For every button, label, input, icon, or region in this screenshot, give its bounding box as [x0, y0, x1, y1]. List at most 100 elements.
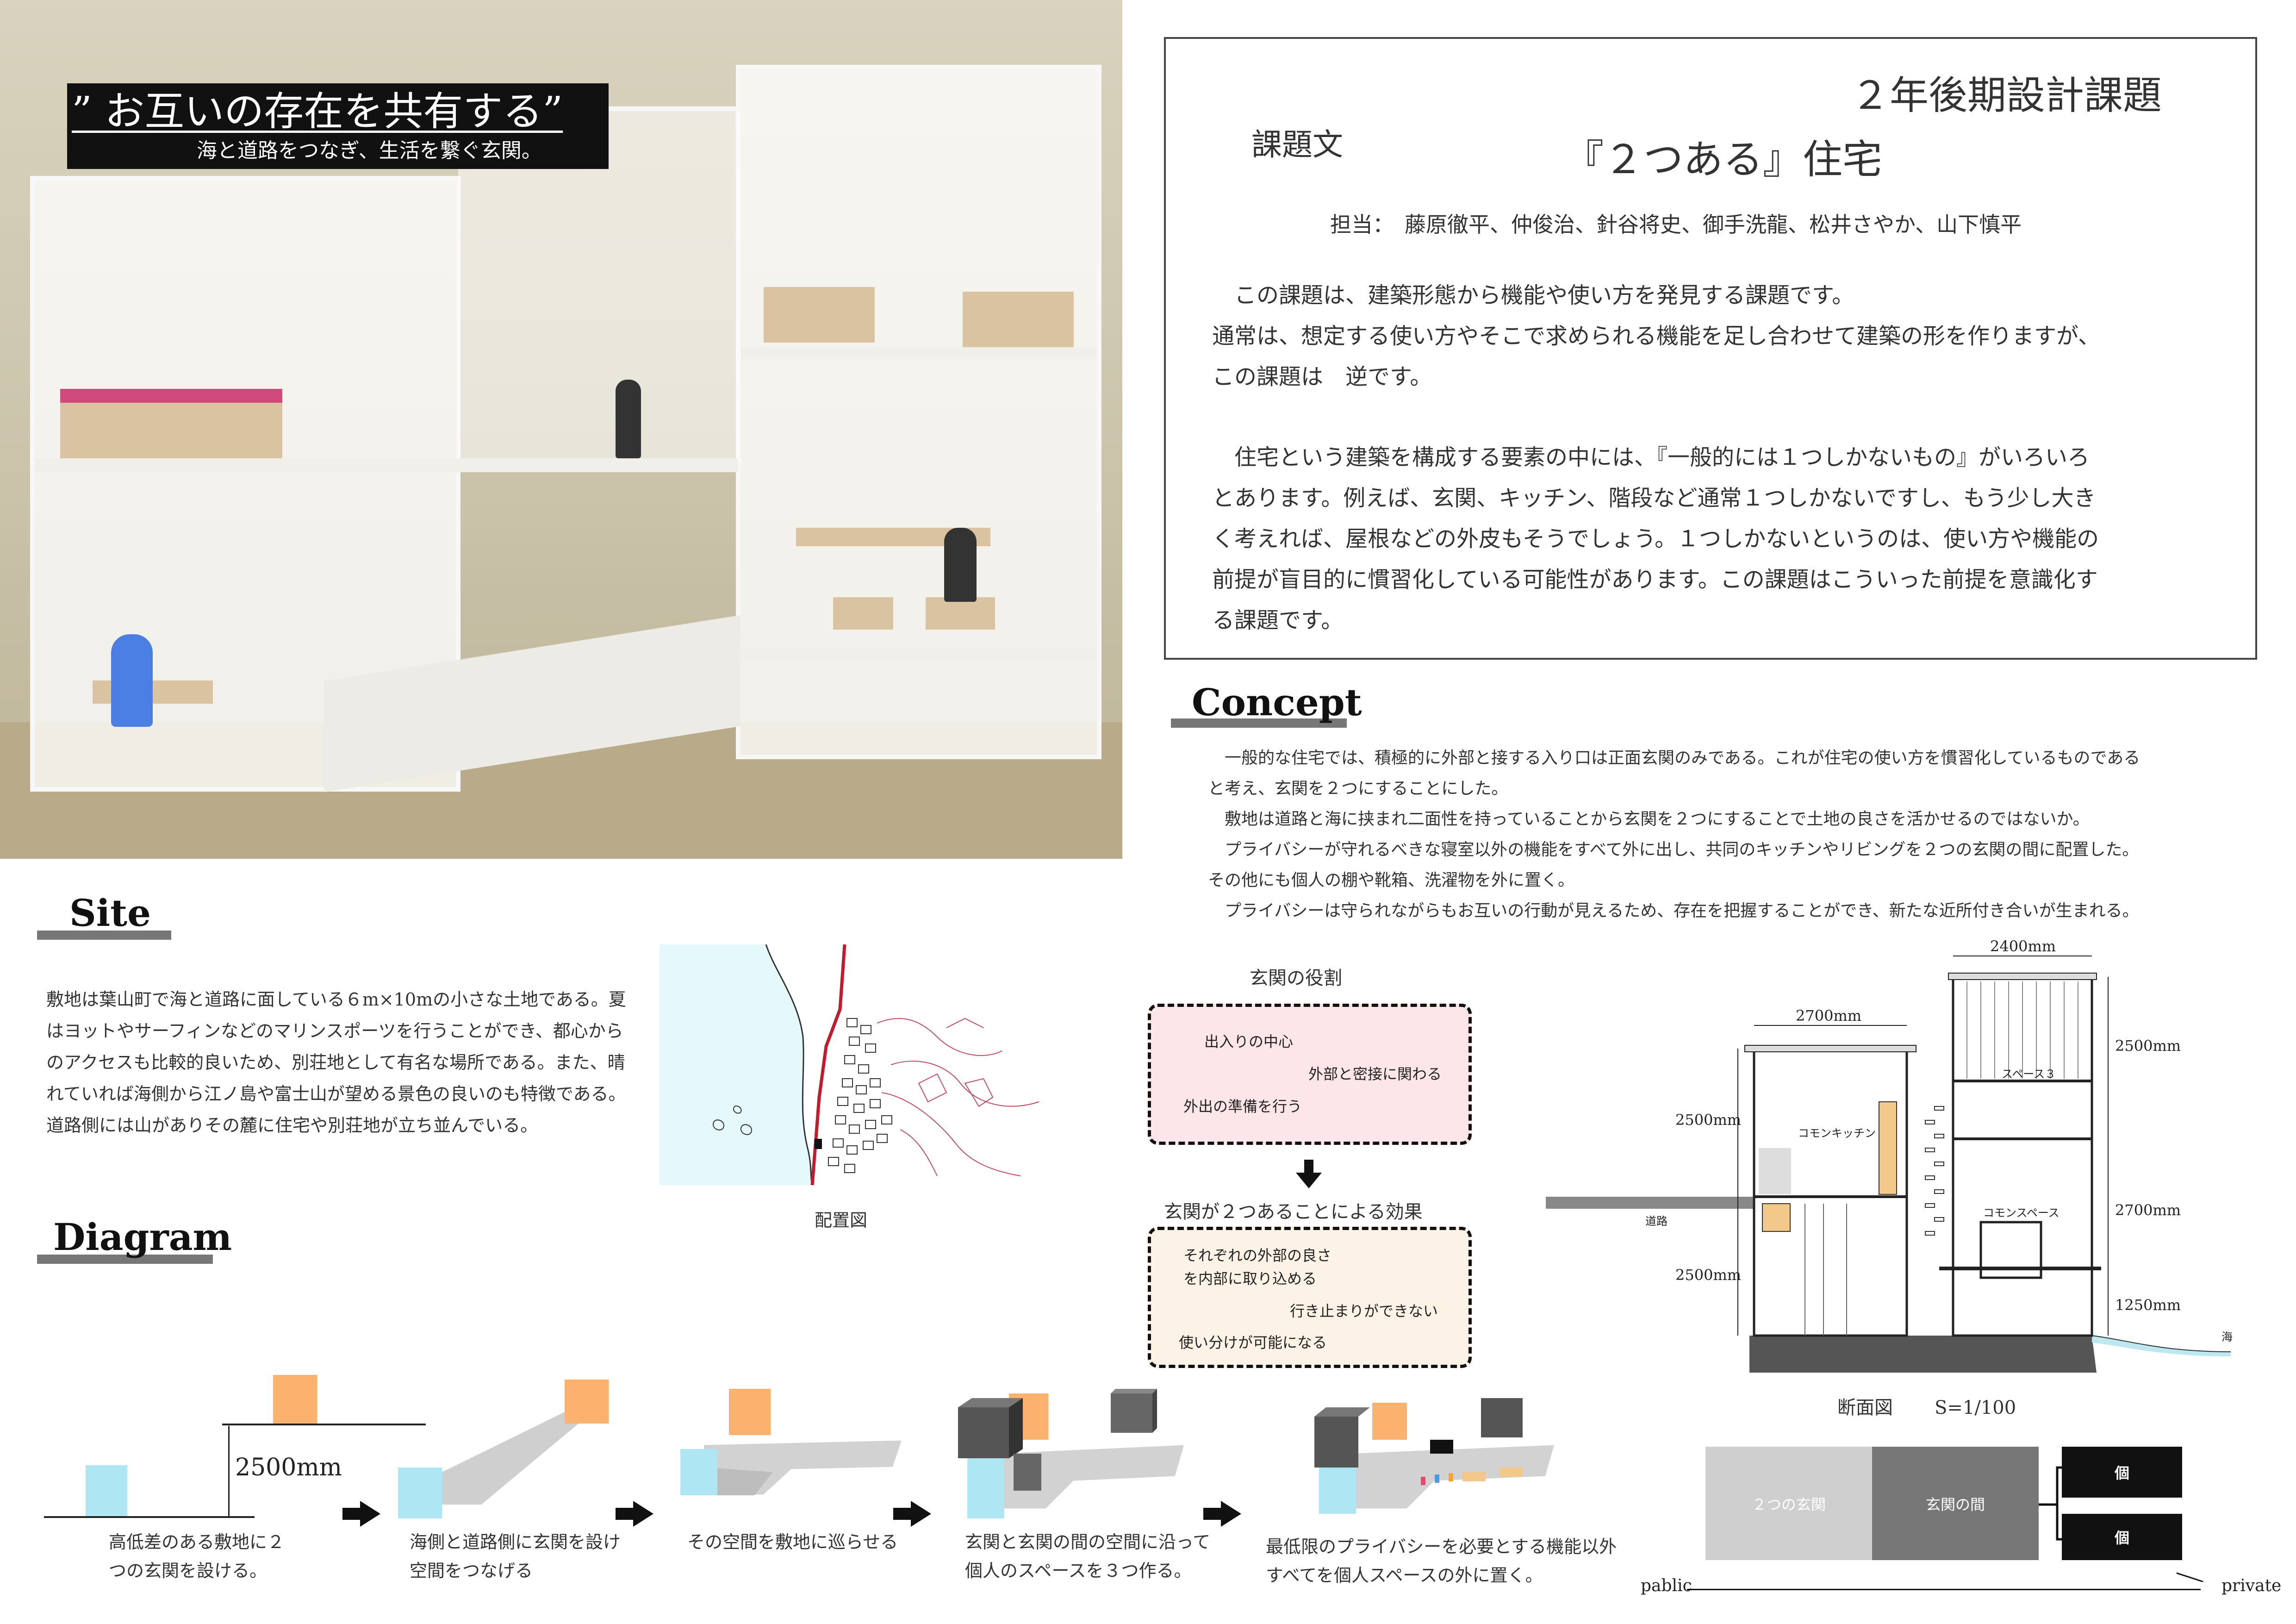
arrow-4-head — [1221, 1501, 1241, 1527]
arrow-3-head — [911, 1501, 931, 1527]
site-line: はヨットやサーフィンなどのマリンスポーツを行うことができ、都心から — [46, 1021, 623, 1041]
section-scale: S=1/100 — [1935, 1397, 2016, 1418]
down-arrow — [1304, 1160, 1313, 1174]
dim-left-h1: 2500mm — [1675, 1111, 1742, 1129]
photo-subtitle: 海と道路をつなぎ、生活を繋ぐ玄関。 — [197, 139, 542, 162]
label-kitchen: コモンキッチン — [1798, 1127, 1876, 1140]
step1-cyan-cube — [86, 1465, 127, 1516]
step2-drawing — [398, 1380, 609, 1518]
step5-line: すべてを個人スペースの外に置く。 — [1266, 1565, 1543, 1586]
gradient-box-between: 玄関の間 — [1872, 1447, 2039, 1560]
assignment-box: ２年後期設計課題 課題文 『２つある』住宅 担当： 藤原徹平、仲俊治、針谷将史、… — [1164, 37, 2257, 660]
para1-line: 通常は、想定する使い方やそこで求められる機能を足し合わせて建築の形を作りますが、 — [1212, 323, 2101, 349]
step3-caption: その空間を敷地に巡らせる — [687, 1528, 898, 1556]
effect-item: 行き止まりができない — [1290, 1302, 1438, 1320]
role-item: 外部と密接に関わる — [1308, 1065, 1442, 1083]
concept-heading: Concept — [1192, 681, 1362, 724]
step3-line: その空間を敷地に巡らせる — [687, 1532, 898, 1552]
para2-line: 前提が盲目的に慣習化している可能性があります。この課題はこういった前提を意識化す — [1212, 567, 2098, 593]
label-sea: 海 — [2221, 1330, 2233, 1343]
dim-left-h2: 2500mm — [1675, 1266, 1742, 1284]
para2-line: 住宅という建築を構成する要素の中には、『一般的には１つしかないもの』がいろいろ — [1212, 444, 2090, 470]
arrow-2 — [616, 1508, 634, 1520]
role-item: 出入りの中心 — [1204, 1033, 1294, 1050]
photo-title: ” お互いの存在を共有する” — [72, 88, 563, 135]
concept-line: 敷地は道路と海に挟まれ二面性を持っていることから玄関を２つにすることで土地の良さ… — [1208, 810, 2090, 829]
assignment-para-2: 住宅という建築を構成する要素の中には、『一般的には１つしかないもの』がいろいろ … — [1212, 437, 2099, 641]
site-line: のアクセスも比較的良いため、別荘地として有名な場所である。また、晴 — [46, 1052, 625, 1073]
step5-line: 最低限のプライバシーを必要とする機能以外 — [1266, 1537, 1617, 1557]
gradient-axis-tip — [2176, 1572, 2203, 1582]
concept-line: と考え、玄関を２つにすることにした。 — [1208, 779, 1508, 798]
effect-title: 玄関が２つあることによる効果 — [1164, 1201, 1423, 1223]
arrow-3 — [893, 1508, 912, 1520]
gradient-label-4: 個 — [2114, 1529, 2129, 1547]
step1-line: 高低差のある敷地に２ — [109, 1532, 285, 1552]
diagram-heading: Diagram — [53, 1215, 232, 1259]
para2-line: とあります。例えば、玄関、キッチン、階段など通常１つしかないですし、もう少し大き — [1212, 485, 2096, 511]
role-title: 玄関の役割 — [1250, 968, 1342, 989]
concept-line: 一般的な住宅では、積極的に外部と接する入り口は正面玄関のみである。これが住宅の使… — [1208, 749, 2140, 768]
gradient-left-label: pablic — [1641, 1576, 1692, 1595]
gradient-axis-line — [1687, 1589, 2201, 1590]
step4-line: 個人のスペースを３つ作る。 — [965, 1561, 1192, 1581]
arrow-1-head — [360, 1501, 380, 1527]
map-caption: 配置図 — [815, 1210, 868, 1230]
para1-line: この課題は、建築形態から機能や使い方を発見する課題です。 — [1212, 282, 1854, 308]
effect-item: 使い分けが可能になる — [1179, 1334, 1327, 1351]
assignment-label: 課題文 — [1251, 127, 1343, 162]
concept-line: プライバシーは守られながらもお互いの行動が見えるため、存在を把握することができ、… — [1208, 901, 2139, 920]
step3-drawing — [680, 1389, 904, 1496]
step1-caption: 高低差のある敷地に２ つの玄関を設ける。 — [109, 1528, 285, 1585]
step4-line: 玄関と玄関の間の空間に沿って — [965, 1532, 1211, 1552]
effect-item: それぞれの外部の良さ — [1183, 1247, 1332, 1264]
concept-line: その他にも個人の棚や靴箱、洗濯物を外に置く。 — [1208, 871, 1575, 890]
down-arrow-head — [1296, 1173, 1322, 1188]
gradient-box-private-1: 個 — [2062, 1447, 2182, 1498]
site-underbar — [37, 931, 171, 940]
site-map — [660, 944, 1062, 1185]
arrow-2-head — [633, 1501, 653, 1527]
site-line: 道路側には山がありその麓に住宅や別荘地が立ち並んでいる。 — [46, 1115, 538, 1136]
step1-ground-low — [44, 1516, 255, 1518]
assignment-title: 『２つある』住宅 — [1564, 137, 1882, 183]
concept-text: 一般的な住宅では、積極的に外部と接する入り口は正面玄関のみである。これが住宅の使… — [1208, 743, 2140, 926]
gradient-label-3: 個 — [2114, 1464, 2129, 1482]
para2-line: く考えれば、屋根などの外皮もそうでしょう。１つしかないというのは、使い方や機能の — [1212, 526, 2099, 552]
dim-top-width: 2400mm — [1990, 937, 2056, 955]
step2-caption: 海側と道路側に玄関を設け 空間をつなげる — [410, 1528, 621, 1585]
dim-left-width: 2700mm — [1796, 1007, 1862, 1024]
section-caption: 断面図 — [1837, 1397, 1893, 1418]
site-line: 敷地は葉山町で海と道路に面している６m×10mの小さな土地である。夏 — [46, 989, 626, 1010]
gradient-label-1: ２つの玄関 — [1751, 1495, 1826, 1513]
site-text: 敷地は葉山町で海と道路に面している６m×10mの小さな土地である。夏 はヨットや… — [46, 984, 626, 1141]
arrow-1 — [342, 1508, 361, 1520]
concept-line: プライバシーが守れるべきな寝室以外の機能をすべて外に出し、共同のキッチンやリビン… — [1208, 840, 2139, 859]
diagram-underbar — [37, 1255, 213, 1264]
label-common-space: コモンスペース — [1983, 1206, 2060, 1219]
concept-underbar — [1171, 718, 1347, 728]
effect-box: それぞれの外部の良さ を内部に取り込める 行き止まりができない 使い分けが可能に… — [1148, 1227, 1472, 1368]
step1-dim-line — [228, 1426, 230, 1516]
role-box: 出入りの中心 外部と密接に関わる 外出の準備を行う — [1148, 1004, 1472, 1145]
gradient-box-private-2: 個 — [2062, 1514, 2182, 1560]
gradient-right-label: private — [2221, 1576, 2282, 1595]
step2-line: 海側と道路側に玄関を設け — [410, 1532, 621, 1552]
step5-caption: 最低限のプライバシーを必要とする機能以外 すべてを個人スペースの外に置く。 — [1266, 1532, 1617, 1590]
label-space3: スペース３ — [2002, 1068, 2056, 1081]
dim-right-h2: 2700mm — [2115, 1201, 2181, 1219]
gradient-label-2: 玄関の間 — [1925, 1495, 1985, 1513]
step5-drawing — [1314, 1398, 1556, 1514]
step1-line: つの玄関を設ける。 — [109, 1561, 268, 1581]
photo-title-box: ” お互いの存在を共有する” 海と道路をつなぎ、生活を繋ぐ玄関。 — [67, 83, 609, 169]
site-line: れていれば海側から江ノ島や富士山が望める景色の良いのも特徴である。 — [46, 1084, 626, 1104]
site-heading: Site — [69, 891, 151, 935]
step1-orange-cube — [273, 1375, 317, 1424]
role-item: 外出の準備を行う — [1183, 1098, 1302, 1115]
step2-line: 空間をつなげる — [410, 1561, 533, 1581]
dim-right-h1: 2500mm — [2115, 1037, 2181, 1055]
model-photo: ” お互いの存在を共有する” 海と道路をつなぎ、生活を繋ぐ玄関。 — [0, 0, 1122, 859]
dim-right-h3: 1250mm — [2115, 1296, 2181, 1314]
course-title: ２年後期設計課題 — [1851, 73, 2162, 118]
staff-list: 担当： 藤原徹平、仲俊治、針谷将史、御手洗龍、松井さやか、山下慎平 — [1330, 212, 2022, 237]
